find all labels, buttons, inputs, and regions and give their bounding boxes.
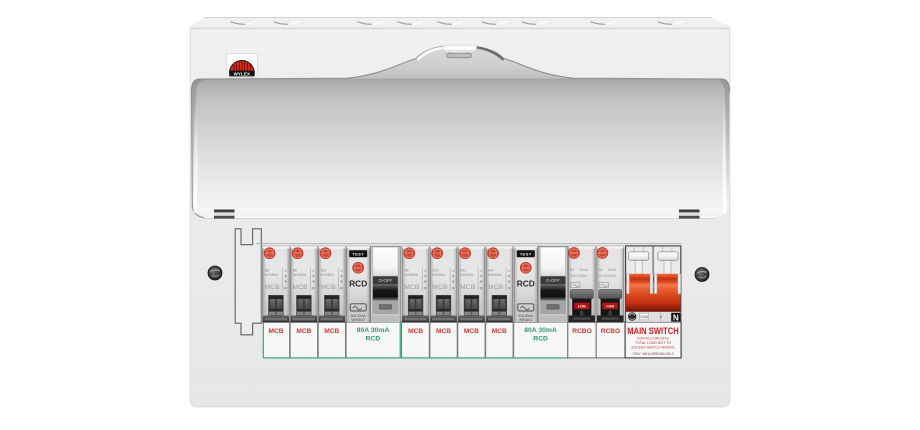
svg-text:MCB: MCB	[432, 284, 448, 291]
svg-text:NHXB16: NHXB16	[432, 273, 445, 277]
svg-text:MCB: MCB	[404, 284, 420, 291]
svg-text:MCB: MCB	[296, 328, 311, 335]
svg-text:T: T	[660, 315, 663, 320]
svg-text:B40: B40	[488, 268, 494, 272]
svg-text:B16: B16	[432, 268, 438, 272]
svg-text:RCBO: RCBO	[601, 328, 620, 335]
svg-text:MCB: MCB	[320, 284, 336, 291]
svg-text:RCBO: RCBO	[572, 328, 591, 335]
svg-text:MCB: MCB	[408, 328, 423, 335]
svg-text:MCB: MCB	[324, 328, 339, 335]
svg-text:RCD: RCD	[533, 335, 548, 342]
svg-text:80A 30mA: 80A 30mA	[351, 314, 367, 318]
svg-text:O-OFF: O-OFF	[546, 278, 560, 283]
svg-text:B6: B6	[265, 268, 269, 272]
svg-text:NHXB32: NHXB32	[460, 273, 473, 277]
svg-text:TOTAL LOAD NOT TO: TOTAL LOAD NOT TO	[635, 341, 671, 345]
svg-text:WYLEX: WYLEX	[234, 71, 251, 76]
svg-text:B6: B6	[599, 268, 603, 272]
svg-text:RCD: RCD	[366, 335, 381, 342]
svg-text:NHXB40: NHXB40	[488, 273, 501, 277]
svg-text:MCB: MCB	[265, 284, 281, 291]
svg-text:B32: B32	[460, 268, 466, 272]
svg-text:B6: B6	[293, 268, 297, 272]
svg-text:EXCEED SWITCH RATING: EXCEED SWITCH RATING	[632, 346, 675, 350]
svg-text:80A 30mA: 80A 30mA	[524, 327, 557, 334]
svg-text:O-OFF: O-OFF	[379, 278, 393, 283]
svg-text:NHXB06: NHXB06	[293, 273, 306, 277]
svg-text:RCD: RCD	[349, 278, 367, 288]
svg-text:WRS80/2: WRS80/2	[351, 318, 365, 322]
svg-text:MAIN SWITCH: MAIN SWITCH	[627, 326, 679, 336]
svg-text:MCB: MCB	[492, 328, 507, 335]
svg-text:MCB: MCB	[293, 284, 309, 291]
svg-text:100A: 100A	[640, 315, 649, 319]
svg-text:MCB: MCB	[460, 284, 476, 291]
svg-text:MCB: MCB	[436, 328, 451, 335]
svg-text:80A 30mA: 80A 30mA	[518, 314, 534, 318]
svg-text:RCD: RCD	[517, 278, 535, 288]
svg-text:NHXB06: NHXB06	[404, 273, 417, 277]
svg-text:NHXB32: NHXB32	[321, 273, 334, 277]
svg-text:N: N	[673, 313, 679, 322]
svg-text:NHXB06: NHXB06	[265, 273, 278, 277]
svg-text:80A 30mA: 80A 30mA	[357, 327, 390, 334]
svg-text:WRS80/2: WRS80/2	[519, 318, 533, 322]
svg-text:230V 50Hz BSEN61439-3: 230V 50Hz BSEN61439-3	[633, 352, 674, 356]
svg-text:MCB: MCB	[464, 328, 479, 335]
svg-text:MCB: MCB	[488, 284, 504, 291]
svg-text:NHXS1B06: NHXS1B06	[599, 274, 616, 278]
svg-text:MCB: MCB	[268, 328, 283, 335]
svg-text:B6: B6	[404, 268, 408, 272]
svg-text:NHXS1B06: NHXS1B06	[570, 274, 587, 278]
svg-text:30mA: 30mA	[608, 268, 617, 272]
svg-text:I-ON: I-ON	[578, 305, 586, 309]
svg-text:I-ON: I-ON	[606, 305, 614, 309]
svg-text:30mA: 30mA	[579, 268, 588, 272]
svg-text:B32: B32	[321, 268, 327, 272]
svg-text:B6: B6	[570, 268, 574, 272]
svg-text:TEST: TEST	[352, 252, 364, 257]
svg-text:FOR ALL CIRCUITS: FOR ALL CIRCUITS	[637, 337, 669, 341]
svg-text:TEST: TEST	[520, 252, 532, 257]
